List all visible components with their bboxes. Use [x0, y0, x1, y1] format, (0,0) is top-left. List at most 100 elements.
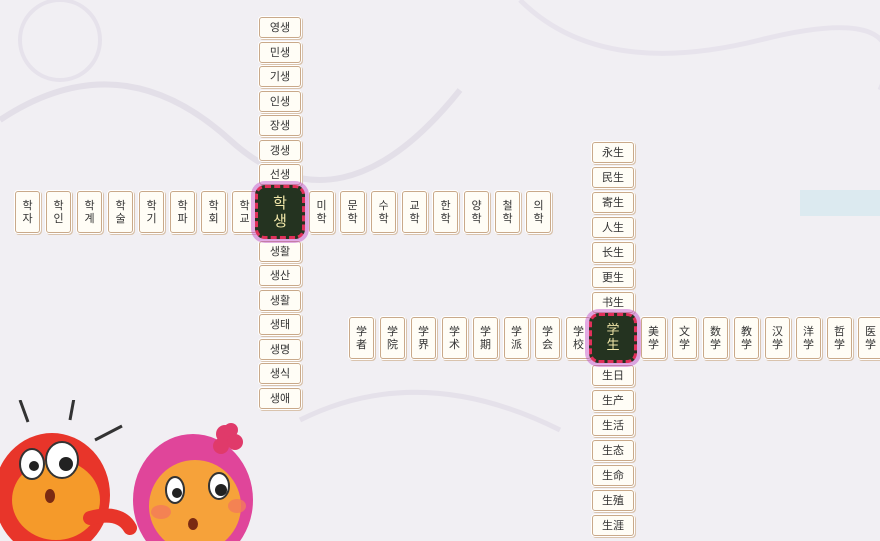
- tile-char: 学: [741, 338, 752, 351]
- hub-char: 学: [606, 323, 619, 338]
- tile-char: 学: [865, 338, 876, 351]
- hub-char: 生: [606, 338, 619, 353]
- tile-word: 人生: [602, 221, 624, 234]
- chinese-right-tile: 数学: [703, 317, 728, 359]
- tile-word: 생식: [270, 367, 290, 380]
- chinese-right-tile: 洋学: [796, 317, 821, 359]
- chinese-up-tile: 长生: [592, 242, 634, 263]
- chinese-up-tile: 书生: [592, 292, 634, 313]
- tile-word: 인생: [270, 95, 290, 108]
- tile-char: 회: [208, 212, 218, 225]
- tile-char: 数: [710, 325, 721, 338]
- tile-word: 生产: [602, 394, 624, 407]
- tile-word: 생태: [270, 318, 290, 331]
- tile-char: 수: [378, 199, 388, 212]
- tile-char: 洋: [803, 325, 814, 338]
- tile-char: 학: [378, 212, 388, 225]
- chinese-left-tile: 学派: [504, 317, 529, 359]
- chinese-left-tile: 学院: [380, 317, 405, 359]
- chinese-left-tile: 学术: [442, 317, 467, 359]
- tile-char: 학: [84, 199, 94, 212]
- chinese-up-tile: 寄生: [592, 192, 634, 213]
- tile-char: 학: [239, 199, 249, 212]
- korean-down-tile: 생태: [259, 314, 301, 335]
- tile-char: 한: [440, 199, 450, 212]
- tile-word: 생산: [270, 269, 290, 282]
- chinese-left-tile: 学者: [349, 317, 374, 359]
- tile-word: 生日: [602, 369, 624, 382]
- chinese-left-tile: 学期: [473, 317, 498, 359]
- tile-word: 长生: [602, 246, 624, 259]
- chinese-down-tile: 生产: [592, 390, 634, 411]
- tile-char: 양: [471, 199, 481, 212]
- tile-char: 인: [53, 212, 63, 225]
- chinese-down-tile: 生活: [592, 415, 634, 436]
- tile-char: 学: [418, 325, 429, 338]
- chinese-left-tile: 学校: [566, 317, 591, 359]
- korean-up-tile: 민생: [259, 42, 301, 63]
- tile-char: 계: [84, 212, 94, 225]
- tile-char: 者: [356, 338, 367, 351]
- tile-char: 学: [387, 325, 398, 338]
- tile-char: 美: [648, 325, 659, 338]
- tile-char: 학: [115, 199, 125, 212]
- chinese-down-tile: 生殖: [592, 490, 634, 511]
- tile-char: 자: [22, 212, 32, 225]
- tile-word: 寄生: [602, 196, 624, 209]
- chinese-left-tile: 学会: [535, 317, 560, 359]
- tile-word: 갱생: [270, 144, 290, 157]
- korean-down-tile: 생활: [259, 241, 301, 262]
- korean-up-tile: 기생: [259, 66, 301, 87]
- tile-word: 민생: [270, 46, 290, 59]
- chinese-right-tile: 医学: [858, 317, 880, 359]
- tile-char: 文: [679, 325, 690, 338]
- tile-char: 학: [177, 199, 187, 212]
- tile-word: 영생: [270, 21, 290, 34]
- chinese-up-tile: 人生: [592, 217, 634, 238]
- tile-char: 술: [115, 212, 125, 225]
- tile-char: 학: [208, 199, 218, 212]
- tile-char: 의: [533, 199, 543, 212]
- korean-down-tile: 생애: [259, 388, 301, 409]
- tile-word: 永生: [602, 146, 624, 159]
- tile-char: 학: [471, 212, 481, 225]
- hub-char: 학: [273, 194, 287, 212]
- chinese-down-tile: 生命: [592, 465, 634, 486]
- tile-char: 会: [542, 338, 553, 351]
- korean-down-tile: 생명: [259, 339, 301, 360]
- chinese-right-tile: 文学: [672, 317, 697, 359]
- tile-char: 校: [573, 338, 584, 351]
- tile-char: 교: [409, 199, 419, 212]
- tile-char: 学: [511, 325, 522, 338]
- korean-up-tile: 갱생: [259, 140, 301, 161]
- tile-char: 教: [741, 325, 752, 338]
- korean-up-tile: 장생: [259, 115, 301, 136]
- tile-char: 문: [347, 199, 357, 212]
- tile-word: 民生: [602, 171, 624, 184]
- tile-char: 학: [146, 199, 156, 212]
- tile-word: 生殖: [602, 494, 624, 507]
- tile-char: 学: [834, 338, 845, 351]
- tile-char: 哲: [834, 325, 845, 338]
- tile-char: 期: [480, 338, 491, 351]
- tile-word: 생활: [270, 294, 290, 307]
- tile-char: 미: [316, 199, 326, 212]
- tile-char: 파: [177, 212, 187, 225]
- tile-word: 生活: [602, 419, 624, 432]
- chinese-right-tile: 哲学: [827, 317, 852, 359]
- tile-char: 학: [409, 212, 419, 225]
- tile-char: 术: [449, 338, 460, 351]
